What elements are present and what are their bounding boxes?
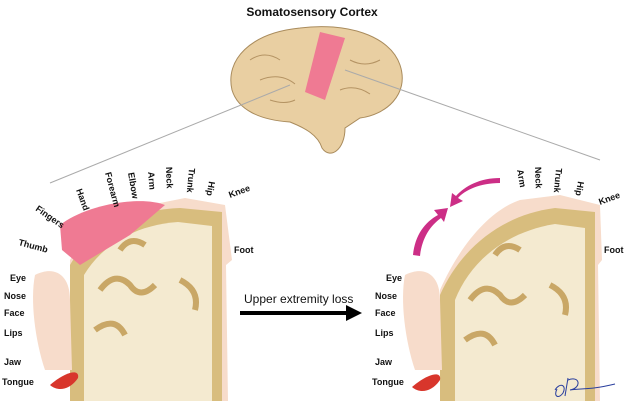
tongue-figure — [50, 372, 79, 390]
label-eye-right: Eye — [386, 273, 402, 283]
label-trunk: Trunk — [185, 168, 197, 194]
label-tongue-right: Tongue — [372, 377, 404, 387]
label-neck-right: Neck — [533, 167, 544, 190]
right-cortex-section — [403, 178, 616, 401]
label-arm: Arm — [146, 171, 158, 190]
artist-signature — [554, 377, 616, 397]
label-knee: Knee — [227, 183, 251, 200]
label-lips: Lips — [4, 328, 23, 338]
label-jaw: Jaw — [4, 357, 22, 367]
label-face: Face — [4, 308, 25, 318]
left-cortex-section — [33, 198, 232, 401]
guide-line-left — [49, 84, 291, 184]
label-face-right: Face — [375, 308, 396, 318]
label-lips-right: Lips — [375, 328, 394, 338]
shift-arrow-left-icon — [450, 178, 500, 207]
label-arm-right: Arm — [515, 169, 528, 188]
label-fingers: Fingers — [34, 203, 66, 230]
tongue-figure-right — [412, 374, 441, 392]
label-knee-right: Knee — [597, 190, 621, 207]
label-hip: Hip — [204, 181, 216, 198]
hand-region — [60, 201, 165, 265]
label-thumb: Thumb — [17, 237, 49, 255]
shift-arrow-up-icon — [413, 208, 448, 256]
label-eye: Eye — [10, 273, 26, 283]
right-arrow-icon — [346, 305, 362, 321]
label-neck: Neck — [164, 167, 175, 190]
label-forearm: Forearm — [103, 171, 122, 208]
somatosensory-strip — [305, 32, 345, 100]
label-foot-right: Foot — [604, 245, 624, 255]
label-tongue: Tongue — [2, 377, 34, 387]
label-hip-right: Hip — [573, 181, 585, 198]
label-hand: Hand — [74, 187, 91, 212]
label-nose: Nose — [4, 291, 26, 301]
label-nose-right: Nose — [375, 291, 397, 301]
arrow-label: Upper extremity loss — [244, 292, 353, 306]
label-elbow: Elbow — [126, 172, 141, 201]
label-jaw-right: Jaw — [375, 357, 393, 367]
label-foot: Foot — [234, 245, 254, 255]
brain-illustration — [230, 26, 403, 154]
label-trunk-right: Trunk — [552, 168, 564, 194]
face-figure-right — [403, 271, 442, 370]
diagram-title: Somatosensory Cortex — [246, 5, 378, 19]
guide-line-right — [344, 69, 601, 161]
face-figure — [33, 271, 72, 370]
